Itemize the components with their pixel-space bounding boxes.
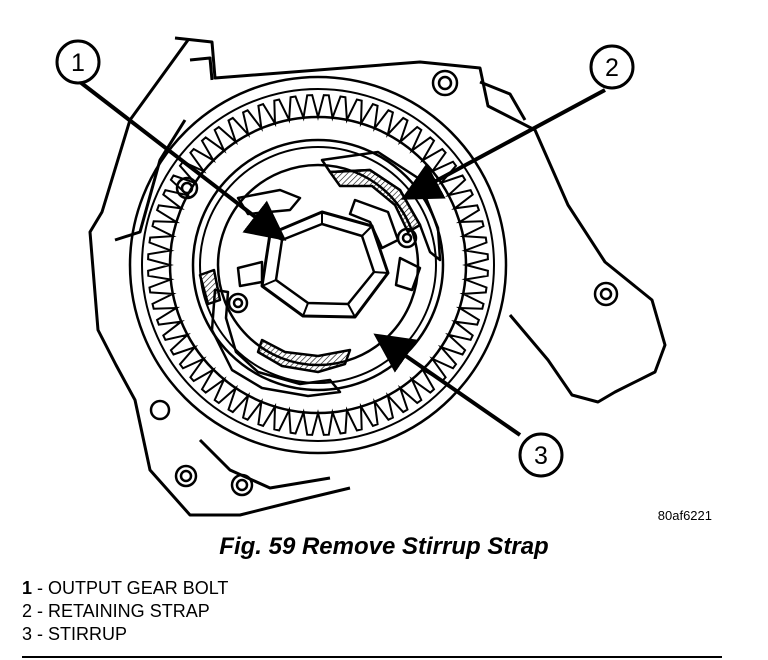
legend-item: 3 - STIRRUP <box>22 623 722 646</box>
callout-1-number: 1 <box>71 49 85 77</box>
legend-item-separator: - <box>32 601 49 621</box>
technical-diagram: 1 2 3 <box>55 36 667 517</box>
ring-gear <box>128 75 508 455</box>
callout-1-leader <box>78 80 287 241</box>
callout-3: 3 <box>518 432 564 478</box>
output-gear-bolt <box>260 210 390 319</box>
callout-3-leader <box>373 333 522 437</box>
mounting-bosses <box>149 69 619 497</box>
figure-caption: Fig. 59 Remove Stirrup Strap <box>219 533 549 560</box>
legend-item-number: 3 <box>22 624 33 644</box>
legend-item: 2 - RETAINING STRAP <box>22 600 722 623</box>
gear-teeth <box>147 94 489 436</box>
legend: 1 - OUTPUT GEAR BOLT 2 - RETAINING STRAP… <box>22 577 722 646</box>
callout-2: 2 <box>589 44 635 90</box>
carrier-assembly <box>198 150 442 398</box>
callout-3-number: 3 <box>534 442 548 470</box>
bottom-divider <box>22 656 722 658</box>
legend-item: 1 - OUTPUT GEAR BOLT <box>22 577 722 600</box>
retaining-strap <box>328 168 422 234</box>
legend-item-number: 1 <box>22 578 33 598</box>
leader-arrows <box>78 80 606 437</box>
legend-item-separator: - <box>32 578 49 598</box>
legend-item-label: OUTPUT GEAR BOLT <box>48 578 229 598</box>
legend-item-label: RETAINING STRAP <box>48 601 210 621</box>
callout-2-number: 2 <box>605 54 619 82</box>
callout-2-leader <box>400 88 606 200</box>
legend-item-number: 2 <box>22 601 33 621</box>
legend-item-separator: - <box>32 624 49 644</box>
legend-item-label: STIRRUP <box>48 624 128 644</box>
carrier-holes <box>227 227 418 314</box>
callout-1: 1 <box>55 39 101 85</box>
figure-reference-code: 80af6221 <box>657 508 712 523</box>
stirrup-hatched-section <box>256 338 352 374</box>
gear-teeth-outline <box>147 94 489 436</box>
